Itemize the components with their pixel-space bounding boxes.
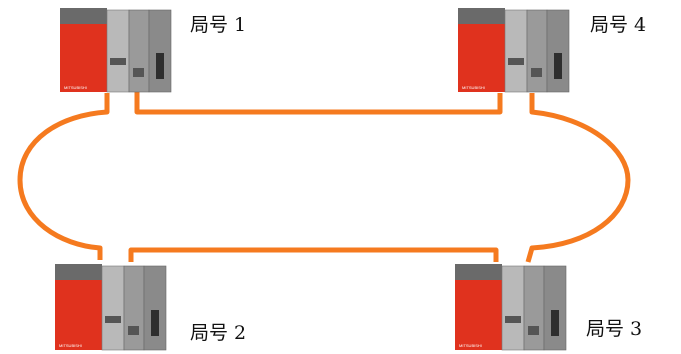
brand-label: MITSUBISHI [59, 343, 82, 348]
station-1-label: 局号 1 [190, 14, 247, 36]
brand-label: MITSUBISHI [459, 343, 482, 348]
brand-label: MITSUBISHI [462, 85, 485, 90]
station-2-label: 局号 2 [190, 322, 247, 344]
ring-cable [17, 92, 631, 263]
plc-station-4[interactable]: MITSUBISHI [458, 8, 570, 93]
plc-station-2[interactable]: MITSUBISHI [55, 264, 167, 351]
plc-station-3[interactable]: MITSUBISHI [455, 264, 567, 351]
plc-station-1[interactable]: MITSUBISHI [60, 8, 172, 93]
brand-label: MITSUBISHI [64, 85, 87, 90]
station-4-label: 局号 4 [590, 14, 647, 36]
station-3-label: 局号 3 [586, 318, 643, 340]
